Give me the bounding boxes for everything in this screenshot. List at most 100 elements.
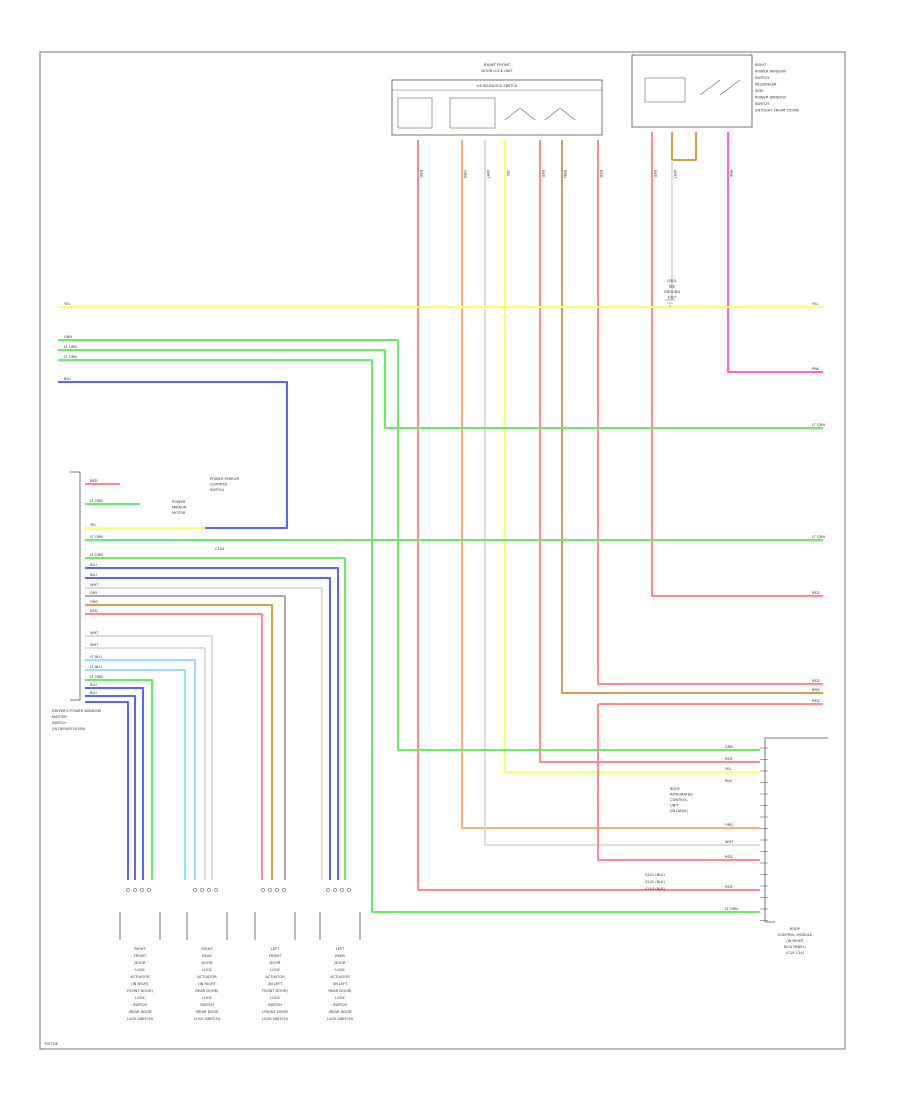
actuator-2-line-2: DOOR [202, 961, 213, 965]
left-module-bracket [70, 471, 81, 701]
right-module-line-4: (IN DASH) [670, 809, 688, 813]
actuator-pin-3-2 [275, 888, 279, 892]
actuator-pin-4-2 [340, 888, 344, 892]
actuator-3-line-8: SWITCH [268, 1003, 282, 1007]
actuator-3-line-2: DOOR [270, 961, 281, 965]
wire-red-4 [539, 140, 760, 763]
wire-tag-6: PNK [812, 367, 820, 371]
wire-tag-20: WHT [90, 583, 99, 587]
top-door-lock-unit: RIGHT FRONT DOOR LOCK UNIT LOCK/UNLOCK S… [391, 62, 603, 136]
wire-tag-top-9: PNK [729, 170, 733, 178]
wire-blue-21 [85, 567, 339, 880]
wire-tag-24: WHT [90, 631, 99, 635]
top-right-unit-line-7: (IN RIGHT FRONT DOOR) [755, 109, 800, 113]
connector-label: C104 [215, 547, 225, 551]
actuator-2-line-7: LOCK [202, 996, 212, 1000]
actuator-4-line-9: (REAR DOOR [328, 1010, 352, 1014]
actuator-2-line-4: ACTUATOR [197, 975, 217, 979]
wire-red-7 [651, 132, 823, 597]
actuator-pin-2-1 [200, 888, 204, 892]
top-right-unit-line-2: SWITCH [755, 76, 769, 80]
wire-red-26 [85, 613, 263, 880]
ground-stack-line-0: G501 [667, 279, 677, 283]
mirror-box-line-2: MOTOR [172, 511, 186, 515]
actuator-3-line-0: LEFT [271, 947, 280, 951]
wire-tag-34: BLK [725, 779, 732, 783]
wire-tag-18: BLU [90, 563, 97, 567]
splice-label-3: S203 (BLK) [645, 887, 666, 891]
actuator-2-line-10: LOCK SWITCH) [194, 1017, 221, 1021]
actuator-pin-4-3 [347, 888, 351, 892]
diagram-frame [39, 51, 846, 1050]
wire-blue-34 [85, 701, 129, 880]
memory-box-line-2: SWITCH [210, 488, 224, 492]
actuator-pin-3-3 [282, 888, 286, 892]
ground-symbol-icon [665, 299, 675, 307]
wire-red-6 [597, 140, 823, 685]
wire-yellow-3 [504, 140, 760, 773]
wire-tag-top-4: RED [541, 170, 545, 178]
actuator-4-line-2: DOOR [335, 961, 346, 965]
top-unit-box [391, 79, 603, 136]
wire-light_green-13 [58, 349, 823, 429]
ground-stack-line-2: GROUND [664, 290, 680, 294]
wires-layer [58, 132, 823, 913]
actuator-pin-1-3 [147, 888, 151, 892]
actuator-1-line-5: (IN RIGHT [131, 982, 149, 986]
wire-tag-29: BLU [90, 683, 97, 687]
wire-tag-28: LT GRN [90, 675, 103, 679]
top-right-unit-line-3: PASSENGER [755, 83, 777, 87]
wire-red-18 [597, 704, 760, 861]
wire-tag-30: BLU [90, 691, 97, 695]
actuator-2-line-6: REAR DOOR) [195, 989, 219, 993]
actuator-2-line-8: SWITCH [200, 1003, 214, 1007]
actuator-bracket-3 [254, 912, 296, 940]
wire-tag-13: RED [90, 479, 98, 483]
right-module-line-1: INTEGRATED [670, 793, 693, 797]
actuator-pin-4-0 [326, 888, 330, 892]
actuator-pin-1-0 [126, 888, 130, 892]
actuator-1-line-9: (REAR DOOR [128, 1010, 152, 1014]
wire-tag-11: BRN [812, 688, 820, 692]
wire-tag-10: RED [812, 679, 820, 683]
left-module-line-1: MASTER [52, 715, 67, 719]
wire-tag-38: RED [725, 885, 733, 889]
wire-tag-26: LT BLU [90, 655, 102, 659]
actuator-pin-4-1 [333, 888, 337, 892]
right-module-line-2: CONTROL [670, 798, 688, 802]
bcm-pin-marks [760, 747, 768, 921]
wire-white-27 [85, 635, 213, 880]
wire-blue-33 [85, 695, 136, 880]
wire-tag-5: BLU [64, 377, 71, 381]
wire-white-2 [484, 140, 760, 846]
splice-label-1: S201 (BLK) [645, 873, 666, 877]
actuator-pin-3-0 [261, 888, 265, 892]
wire-pink-10 [727, 132, 823, 373]
actuator-4-line-1: REAR [335, 954, 345, 958]
actuator-3-line-3: LOCK [270, 968, 280, 972]
actuator-bracket-4 [319, 912, 361, 940]
actuator-3-line-5: (IN LEFT [268, 982, 284, 986]
splice-label-2: S202 (BLK) [645, 880, 666, 884]
top-right-unit-line-0: RIGHT [755, 63, 767, 67]
mirror-box-line-0: POWER [172, 500, 186, 504]
wire-tag-17: LT GRN [90, 553, 103, 557]
actuator-1-line-4: ACTUATOR [130, 975, 150, 979]
bcm-bracket [764, 737, 828, 923]
wire-tag-9: RED [812, 591, 820, 595]
actuator-3-line-6: FRONT DOOR) [262, 989, 288, 993]
wire-tag-top-5: BRN [563, 170, 567, 178]
wire-light_green-14 [58, 359, 760, 913]
wire-tag-top-3: YEL [506, 170, 510, 176]
top-right-unit-box [631, 54, 753, 128]
actuator-4-line-6: REAR DOOR) [328, 989, 352, 993]
